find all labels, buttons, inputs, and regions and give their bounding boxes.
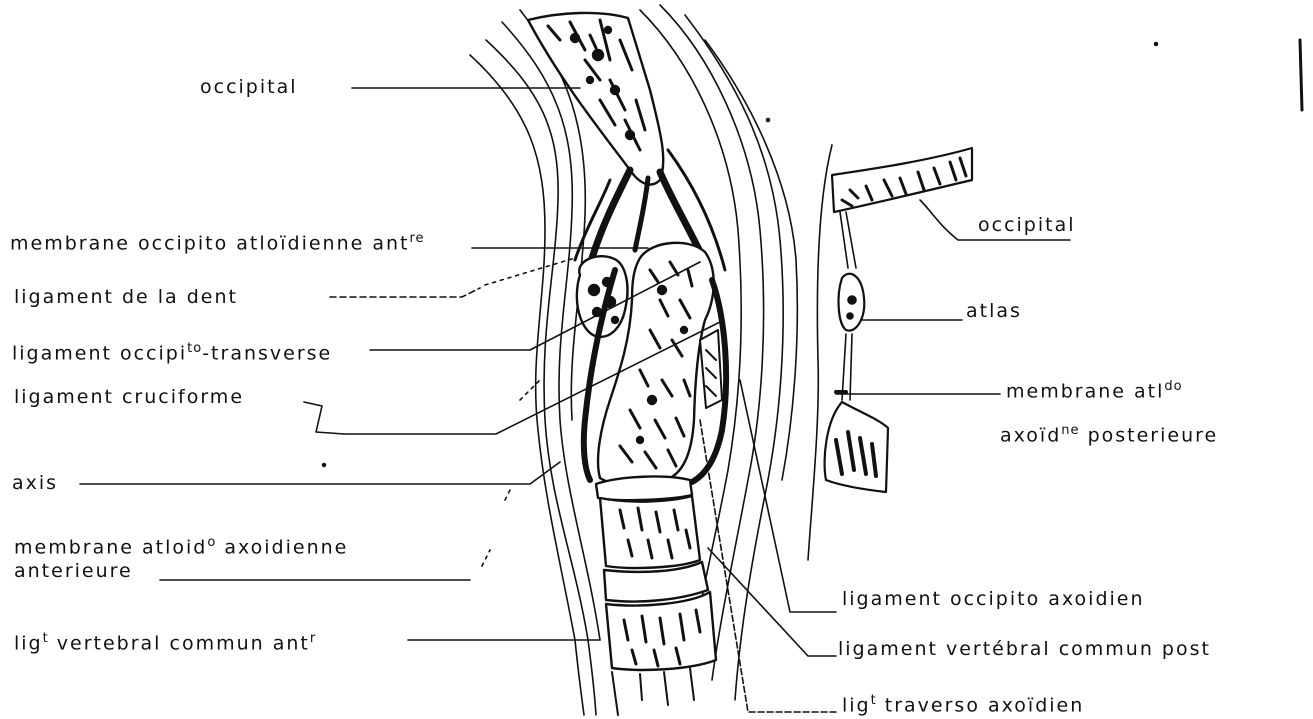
label-axis: axis (12, 472, 58, 494)
occipital-bone (528, 13, 663, 185)
label-side-atlas: atlas (966, 300, 1022, 322)
left-contour-lines (470, 10, 600, 715)
lower-vertebrae (596, 477, 716, 715)
label-membrane-atloido-anterieure: anterieure (14, 560, 133, 582)
scan-speckles (323, 40, 1303, 467)
side-specimen (808, 145, 972, 560)
main-specimen (470, 5, 797, 715)
label-ligament-de-la-dent: ligament de la dent (14, 286, 238, 308)
label-membrane-atloido-axoidienne: membrane atloido axoidienne (14, 532, 348, 558)
label-membrane-atloido-axoidienne-post-2: axoïdne posterieure (1000, 420, 1218, 446)
label-membrane-atloido-axoidienne-post-1: membrane atldo (1006, 376, 1183, 402)
label-ligament-occipito-axoidien: ligament occipito axoidien (842, 588, 1145, 610)
label-ligament-vertebral-commun-post: ligament vertébral commun post (838, 638, 1211, 660)
label-membrane-occipito-atloidienne-ant: membrane occipito atloïdienne antre (10, 228, 425, 254)
label-ligament-cruciforme: ligament cruciforme (14, 386, 244, 408)
label-occipital: occipital (200, 76, 298, 98)
label-lig-vertebral-commun-ant: ligt vertebral commun antr (14, 628, 316, 654)
label-side-occipital: occipital (978, 214, 1076, 236)
label-lig-traverso-axoidien: ligt traverso axoïdien (842, 690, 1084, 716)
label-ligament-occipito-transverse: ligament occipito-transverse (12, 338, 332, 364)
